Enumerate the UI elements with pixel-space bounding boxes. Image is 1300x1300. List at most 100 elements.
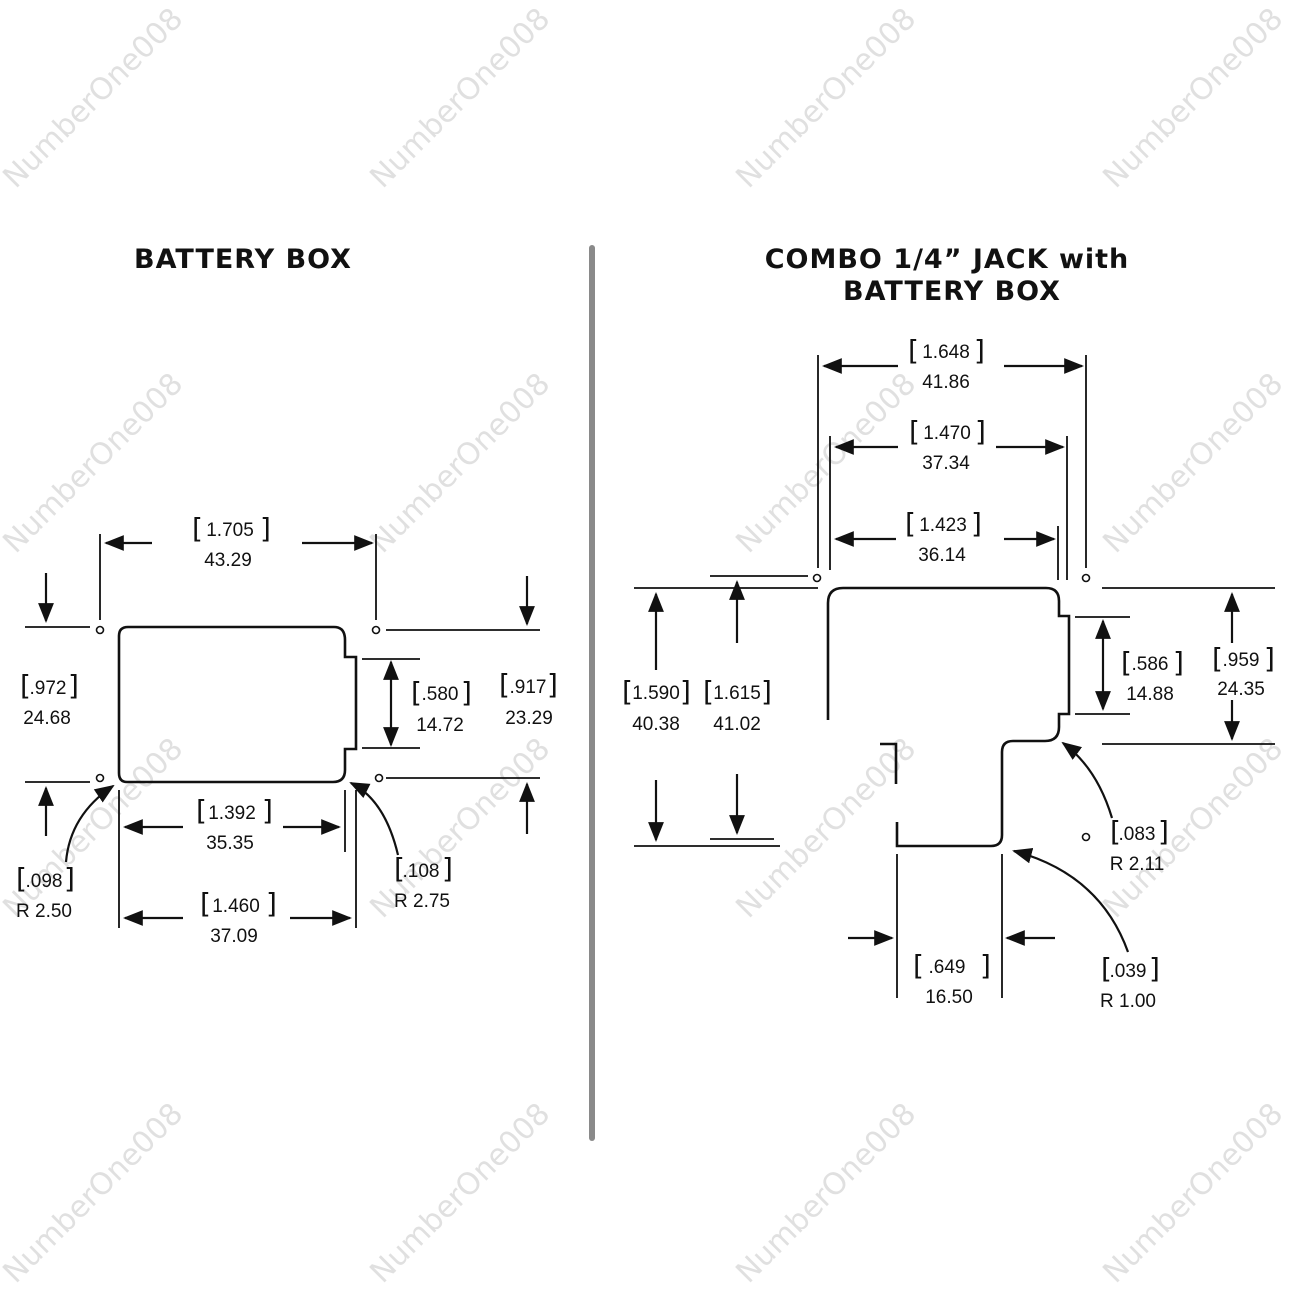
watermark-text: NumberOne008 — [0, 1096, 190, 1290]
svg-text:[: [ — [200, 887, 211, 920]
svg-text:[: [ — [394, 852, 405, 885]
svg-text:R 2.75: R 2.75 — [394, 891, 450, 912]
svg-text:35.35: 35.35 — [206, 833, 254, 854]
mount-hole — [371, 625, 381, 635]
svg-text:[: [ — [196, 794, 207, 827]
svg-text:14.72: 14.72 — [416, 715, 464, 736]
svg-text:R 1.00: R 1.00 — [1100, 991, 1156, 1012]
svg-text:24.68: 24.68 — [23, 708, 71, 729]
svg-text:]: ] — [1149, 952, 1160, 985]
dim-label-tab: [] .586 14.88 — [1121, 646, 1184, 705]
svg-text:23.29: 23.29 — [505, 708, 553, 729]
svg-text:.108: .108 — [403, 861, 440, 882]
watermark-text: NumberOne008 — [363, 1, 557, 195]
svg-text:[: [ — [1212, 642, 1223, 675]
dim-label-jack-width: [] .649 16.50 — [913, 949, 991, 1008]
svg-text:41.02: 41.02 — [713, 714, 761, 735]
svg-text:.039: .039 — [1110, 961, 1147, 982]
svg-text:37.34: 37.34 — [922, 453, 970, 474]
svg-text:]: ] — [980, 949, 991, 982]
right-panel: COMBO 1/4” JACK with BATTERY BOX — [622, 244, 1275, 1012]
left-panel-title: BATTERY BOX — [134, 244, 352, 275]
watermark-text: NumberOne008 — [363, 366, 557, 560]
svg-text:1.470: 1.470 — [923, 423, 971, 444]
svg-text:]: ] — [1173, 646, 1184, 679]
right-panel-title-line2: BATTERY BOX — [843, 276, 1061, 307]
mount-hole — [812, 573, 822, 583]
dim-label-tab: [] .580 14.72 — [411, 676, 472, 736]
dim-label-height-left: [] .972 24.68 — [20, 669, 79, 729]
svg-text:R 2.11: R 2.11 — [1110, 854, 1165, 875]
svg-text:[: [ — [192, 512, 203, 545]
watermark-text: NumberOne008 — [0, 731, 190, 925]
svg-text:1.615: 1.615 — [713, 683, 761, 704]
svg-text:16.50: 16.50 — [925, 987, 973, 1008]
svg-text:[: [ — [1110, 815, 1121, 848]
svg-text:]: ] — [442, 852, 453, 885]
svg-text:]: ] — [262, 794, 273, 827]
svg-text:]: ] — [761, 675, 772, 708]
mount-hole — [95, 773, 105, 783]
svg-text:]: ] — [971, 507, 982, 540]
mount-hole — [374, 773, 384, 783]
svg-text:[: [ — [1121, 646, 1132, 679]
watermark-text: NumberOne008 — [0, 1, 190, 195]
dim-label-h1: [] 1.590 40.38 — [622, 675, 691, 735]
svg-text:]: ] — [680, 675, 691, 708]
svg-text:1.392: 1.392 — [208, 803, 256, 824]
dim-label-width-top: [] 1.705 43.29 — [192, 512, 271, 571]
dim-label-radius-right: [] .108 R 2.75 — [394, 852, 453, 912]
svg-text:]: ] — [974, 334, 985, 367]
watermark-text: NumberOne008 — [363, 1096, 557, 1290]
svg-text:]: ] — [68, 669, 79, 702]
dim-label-inner-width: [] 1.392 35.35 — [196, 794, 273, 854]
svg-text:40.38: 40.38 — [632, 714, 680, 735]
svg-text:R 2.50: R 2.50 — [16, 901, 72, 922]
watermark-text: NumberOne008 — [0, 366, 190, 560]
svg-text:[: [ — [909, 415, 920, 448]
svg-text:[: [ — [1101, 952, 1112, 985]
svg-text:]: ] — [266, 887, 277, 920]
svg-text:.586: .586 — [1132, 654, 1169, 675]
right-panel-title-line1: COMBO 1/4” JACK with — [765, 244, 1130, 275]
svg-text:24.35: 24.35 — [1217, 679, 1265, 700]
svg-text:]: ] — [260, 512, 271, 545]
svg-text:]: ] — [64, 862, 75, 895]
svg-text:.083: .083 — [1119, 824, 1156, 845]
dim-label-w3: [] 1.423 36.14 — [905, 507, 982, 566]
svg-text:]: ] — [975, 415, 986, 448]
dim-label-w2: [] 1.470 37.34 — [909, 415, 986, 474]
svg-text:43.29: 43.29 — [204, 550, 252, 571]
svg-text:[: [ — [20, 669, 31, 702]
svg-text:[: [ — [703, 675, 714, 708]
dim-label-h-right: [] .959 24.35 — [1212, 642, 1275, 700]
dim-label-width-bottom: [] 1.460 37.09 — [200, 887, 277, 947]
svg-text:1.590: 1.590 — [632, 683, 680, 704]
mount-hole — [95, 625, 105, 635]
svg-text:[: [ — [499, 668, 510, 701]
svg-text:1.705: 1.705 — [206, 520, 254, 541]
dim-label-r2: [] .039 R 1.00 — [1100, 952, 1160, 1012]
watermark-text: NumberOne008 — [1096, 1096, 1290, 1290]
svg-text:1.423: 1.423 — [919, 515, 967, 536]
svg-text:.972: .972 — [30, 678, 67, 699]
battery-box-outline — [117, 625, 358, 784]
dim-label-r1: [] .083 R 2.11 — [1110, 815, 1169, 875]
svg-text:.917: .917 — [510, 677, 547, 698]
watermark-text: NumberOne008 — [729, 731, 923, 925]
watermark-text: NumberOne008 — [729, 1096, 923, 1290]
dim-label-w1: [] 1.648 41.86 — [908, 334, 985, 393]
svg-text:41.86: 41.86 — [922, 372, 970, 393]
watermark-text: NumberOne008 — [1096, 366, 1290, 560]
svg-text:[: [ — [16, 862, 27, 895]
watermark-text: NumberOne008 — [729, 366, 923, 560]
svg-text:]: ] — [1158, 815, 1169, 848]
svg-text:]: ] — [547, 668, 558, 701]
mount-hole — [1081, 573, 1091, 583]
dim-label-h2: [] 1.615 41.02 — [703, 675, 772, 735]
svg-text:[: [ — [905, 507, 916, 540]
combo-jack-outline — [826, 586, 1071, 848]
dim-label-height-right: [] .917 23.29 — [499, 668, 558, 729]
